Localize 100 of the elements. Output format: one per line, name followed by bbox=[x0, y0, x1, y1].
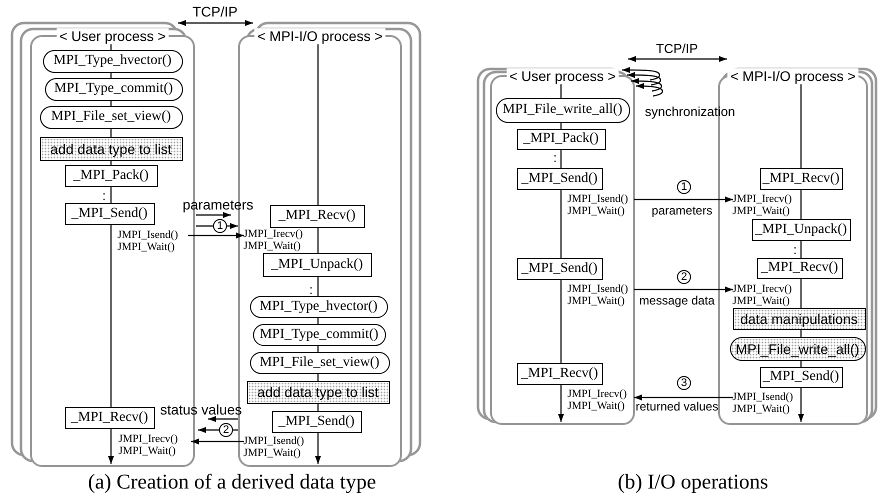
function-box: _MPI_Recv() bbox=[64, 406, 154, 428]
message-arrow bbox=[634, 286, 733, 292]
function-call-label: JMPI_Irecv() bbox=[732, 192, 792, 204]
function-box: _MPI_Recv() bbox=[270, 204, 364, 228]
process-step-box: add data type to list bbox=[40, 136, 182, 160]
ellipsis-mark: : bbox=[553, 150, 557, 166]
ellipsis-mark: : bbox=[102, 188, 106, 204]
function-call-label: JMPI_Wait() bbox=[568, 204, 625, 216]
message-arrow bbox=[315, 433, 321, 464]
message-label: message data bbox=[639, 294, 715, 308]
lifeline bbox=[110, 129, 112, 137]
lifeline bbox=[317, 44, 319, 205]
message-arrow bbox=[798, 388, 804, 422]
lifeline bbox=[800, 330, 802, 337]
function-call-label: JMPI_Wait() bbox=[118, 240, 175, 252]
function-box: _MPI_Pack() bbox=[64, 164, 158, 186]
function-call-box: MPI_File_set_view() bbox=[250, 352, 390, 374]
message-arrow bbox=[191, 438, 244, 444]
lifeline bbox=[110, 161, 112, 165]
function-call-label: JMPI_Wait() bbox=[244, 446, 301, 458]
message-label: parameters bbox=[652, 204, 712, 218]
lifeline bbox=[800, 190, 802, 219]
function-box: _MPI_Recv() bbox=[516, 362, 602, 384]
panel-heading: < User process > bbox=[56, 28, 169, 44]
function-call-label: JMPI_Isend() bbox=[732, 390, 793, 402]
message-arrow bbox=[208, 416, 238, 422]
function-call-label: JMPI_Irecv() bbox=[244, 228, 303, 240]
lifeline bbox=[317, 346, 319, 352]
function-call-label: JMPI_Wait() bbox=[568, 400, 625, 412]
message-arrow bbox=[178, 20, 253, 26]
function-call-label: JMPI_Isend() bbox=[118, 228, 178, 240]
process-step-box: add data type to list bbox=[246, 380, 390, 404]
step-number: 1 bbox=[677, 180, 691, 194]
lifeline bbox=[560, 123, 562, 129]
function-call-label: JMPI_Irecv() bbox=[118, 432, 178, 444]
function-call-label: JMPI_Irecv() bbox=[568, 388, 627, 400]
function-box: _MPI_Unpack() bbox=[752, 218, 850, 240]
function-call-label: JMPI_Wait() bbox=[732, 204, 790, 216]
function-call-box: MPI_File_write_all() bbox=[496, 98, 630, 122]
lifeline bbox=[110, 187, 112, 203]
lifeline bbox=[627, 72, 662, 86]
panel-heading: < MPI-I/O process > bbox=[254, 28, 386, 44]
lifeline bbox=[560, 190, 562, 258]
lifeline bbox=[233, 429, 238, 431]
lifeline bbox=[110, 101, 112, 106]
function-call-box: MPI_Type_hvector() bbox=[42, 50, 182, 72]
protocol-label: TCP/IP bbox=[656, 42, 698, 56]
lifeline bbox=[800, 279, 802, 308]
ellipsis-mark: : bbox=[793, 242, 797, 258]
function-call-label: JMPI_Isend() bbox=[568, 282, 628, 294]
lifeline bbox=[560, 280, 562, 363]
panel-heading: < User process > bbox=[506, 68, 619, 84]
function-call-box: MPI_Type_hvector() bbox=[250, 296, 388, 318]
function-call-label: JMPI_Wait() bbox=[732, 402, 790, 414]
lifeline bbox=[110, 44, 112, 50]
function-call-label: JMPI_Wait() bbox=[568, 294, 625, 306]
lifeline bbox=[636, 83, 664, 97]
lifeline bbox=[800, 84, 802, 168]
function-box: _MPI_Send() bbox=[272, 410, 362, 432]
function-box: _MPI_Send() bbox=[64, 202, 154, 224]
message-label: status values bbox=[160, 402, 242, 418]
lifeline bbox=[110, 225, 112, 407]
annotation-label: synchronization bbox=[644, 104, 736, 120]
function-box: _MPI_Recv() bbox=[756, 258, 842, 278]
message-arrow bbox=[196, 212, 231, 218]
lifeline bbox=[560, 84, 562, 98]
function-call-box: MPI_Type_commit() bbox=[44, 78, 182, 100]
function-box: _MPI_Send() bbox=[516, 168, 602, 190]
lifeline bbox=[800, 361, 802, 367]
figure-caption: (b) I/O operations bbox=[618, 470, 768, 494]
message-arrow bbox=[558, 385, 564, 422]
message-label: parameters bbox=[182, 197, 254, 213]
step-number: 3 bbox=[677, 376, 691, 390]
step-number: 1 bbox=[213, 219, 227, 233]
function-call-box: MPI_Type_commit() bbox=[252, 324, 386, 346]
step-number: 2 bbox=[219, 423, 233, 437]
lifeline bbox=[317, 318, 319, 324]
message-arrow bbox=[634, 196, 733, 202]
message-arrow bbox=[628, 56, 727, 62]
function-call-label: JMPI_Isend() bbox=[568, 192, 628, 204]
figure-caption: (a) Creation of a derived data type bbox=[88, 470, 376, 494]
process-step-box: data manipulations bbox=[732, 308, 866, 330]
function-call-label: JMPI_Irecv() bbox=[732, 282, 792, 294]
message-arrow bbox=[198, 427, 219, 433]
lifeline bbox=[622, 67, 660, 81]
message-label: returned values bbox=[636, 400, 718, 414]
function-box: _MPI_Unpack() bbox=[262, 252, 372, 276]
function-call-label: JMPI_Wait() bbox=[244, 240, 301, 252]
message-arrow bbox=[227, 223, 238, 229]
function-box: _MPI_Recv() bbox=[760, 168, 842, 190]
message-arrow bbox=[634, 394, 733, 400]
function-call-label: JMPI_Isend() bbox=[244, 434, 304, 446]
function-box: _MPI_Pack() bbox=[516, 128, 606, 150]
function-box: _MPI_Send() bbox=[760, 366, 842, 388]
ellipsis-mark: : bbox=[309, 282, 313, 298]
lifeline bbox=[560, 150, 562, 168]
lifeline bbox=[317, 374, 319, 381]
lifeline bbox=[317, 404, 319, 411]
lifeline bbox=[800, 241, 802, 258]
function-call-label: JMPI_Wait() bbox=[118, 444, 176, 456]
